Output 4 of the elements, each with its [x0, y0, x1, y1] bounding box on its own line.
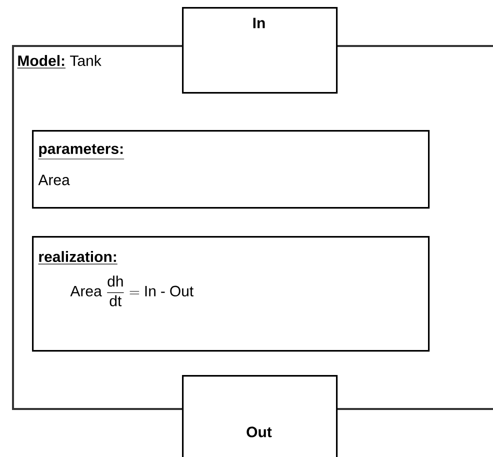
parameters-box: parameters: Area — [32, 130, 430, 209]
port-box: In — [182, 7, 338, 94]
realization-box: realization: $\mathrm{Area}\;\frac{\mathrm{dh}}{\mathrm{dt}} = \mathrm{In}\;\text{-}\;\mathrm{Out}$ — [32, 236, 430, 352]
port-box: Out — [182, 375, 338, 457]
